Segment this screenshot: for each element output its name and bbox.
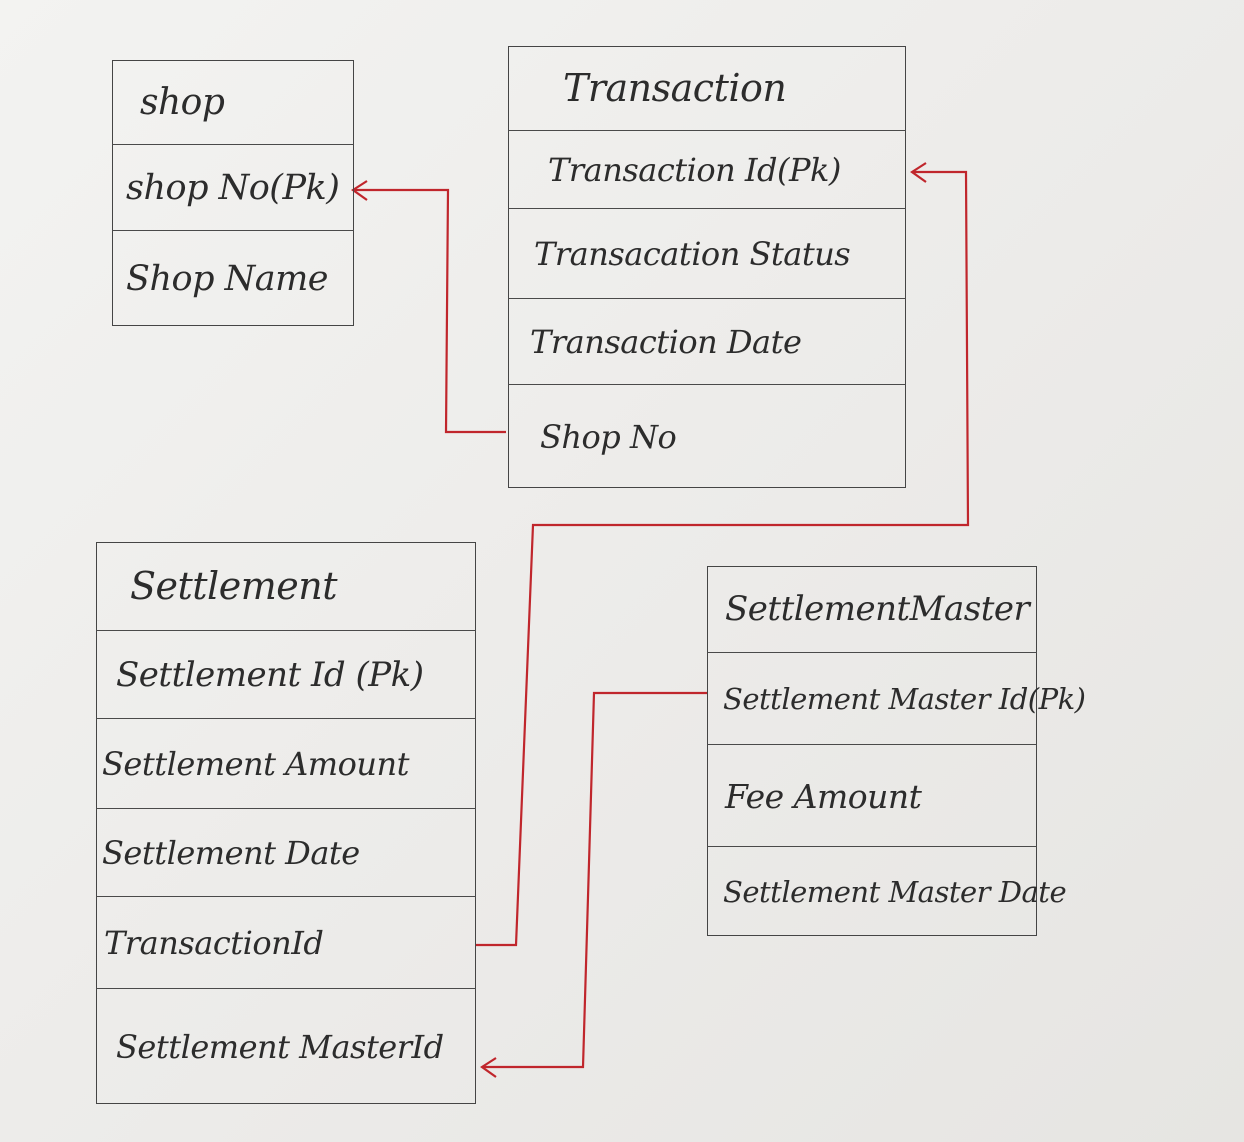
field-row: Shop Name xyxy=(112,230,354,327)
entity-shop: shop shop No(Pk) Shop Name xyxy=(112,60,354,326)
field-row: Transaction Date xyxy=(508,298,906,385)
field-row: Transaction Id(Pk) xyxy=(508,130,906,209)
field-settlement-amount: Settlement Amount xyxy=(102,745,409,783)
field-transaction-id: Transaction Id(Pk) xyxy=(548,151,841,189)
field-shop-no-fk: Shop No xyxy=(540,418,677,456)
entity-title: Settlement xyxy=(96,542,476,630)
field-settlement-master-id-fk: Settlement MasterId xyxy=(116,1028,444,1066)
field-settlement-date: Settlement Date xyxy=(102,834,360,872)
field-row: Transacation Status xyxy=(508,208,906,299)
entity-settlement: Settlement Settlement Id (Pk) Settlement… xyxy=(96,542,476,1104)
connector-settlement-transaction xyxy=(476,162,970,947)
field-shop-no: shop No(Pk) xyxy=(126,168,340,208)
field-settlement-master-id: Settlement Master Id(Pk) xyxy=(723,682,1086,716)
field-row: shop No(Pk) xyxy=(112,144,354,231)
connector-transaction-shop xyxy=(351,180,506,434)
field-row: Settlement Date xyxy=(96,808,476,897)
field-transaction-status: Transacation Status xyxy=(534,235,851,273)
field-row: Settlement Master Id(Pk) xyxy=(707,652,1086,745)
field-transaction-date: Transaction Date xyxy=(530,323,802,361)
field-row: Settlement Master Date xyxy=(707,846,1067,937)
entity-title: Transaction xyxy=(508,46,906,130)
entity-title: SettlementMaster xyxy=(707,566,1037,652)
entity-settlement-master: SettlementMaster Settlement Master Id(Pk… xyxy=(707,566,1086,937)
field-fee-amount: Fee Amount xyxy=(725,776,922,816)
connector-settlement-settlementmaster xyxy=(480,691,707,1078)
field-settlement-id: Settlement Id (Pk) xyxy=(116,655,424,695)
entity-title-text: Settlement xyxy=(130,564,337,608)
field-row: Settlement Amount xyxy=(96,718,476,809)
field-row: Settlement MasterId xyxy=(96,988,476,1105)
entity-transaction: Transaction Transaction Id(Pk) Transacat… xyxy=(508,46,906,488)
arrowhead-icon xyxy=(910,162,927,183)
field-settlement-master-date: Settlement Master Date xyxy=(723,875,1067,909)
entity-title: shop xyxy=(112,60,354,144)
entity-title-text: Transaction xyxy=(563,66,787,110)
field-transaction-id-fk: TransactionId xyxy=(104,924,324,962)
field-row: TransactionId xyxy=(96,896,476,989)
entity-title-text: SettlementMaster xyxy=(725,589,1030,629)
field-row: Fee Amount xyxy=(707,744,1037,847)
entity-title-text: shop xyxy=(140,81,225,123)
arrowhead-icon xyxy=(480,1057,497,1078)
field-shop-name: Shop Name xyxy=(126,259,329,299)
field-row: Shop No xyxy=(508,384,906,489)
field-row: Settlement Id (Pk) xyxy=(96,630,476,719)
